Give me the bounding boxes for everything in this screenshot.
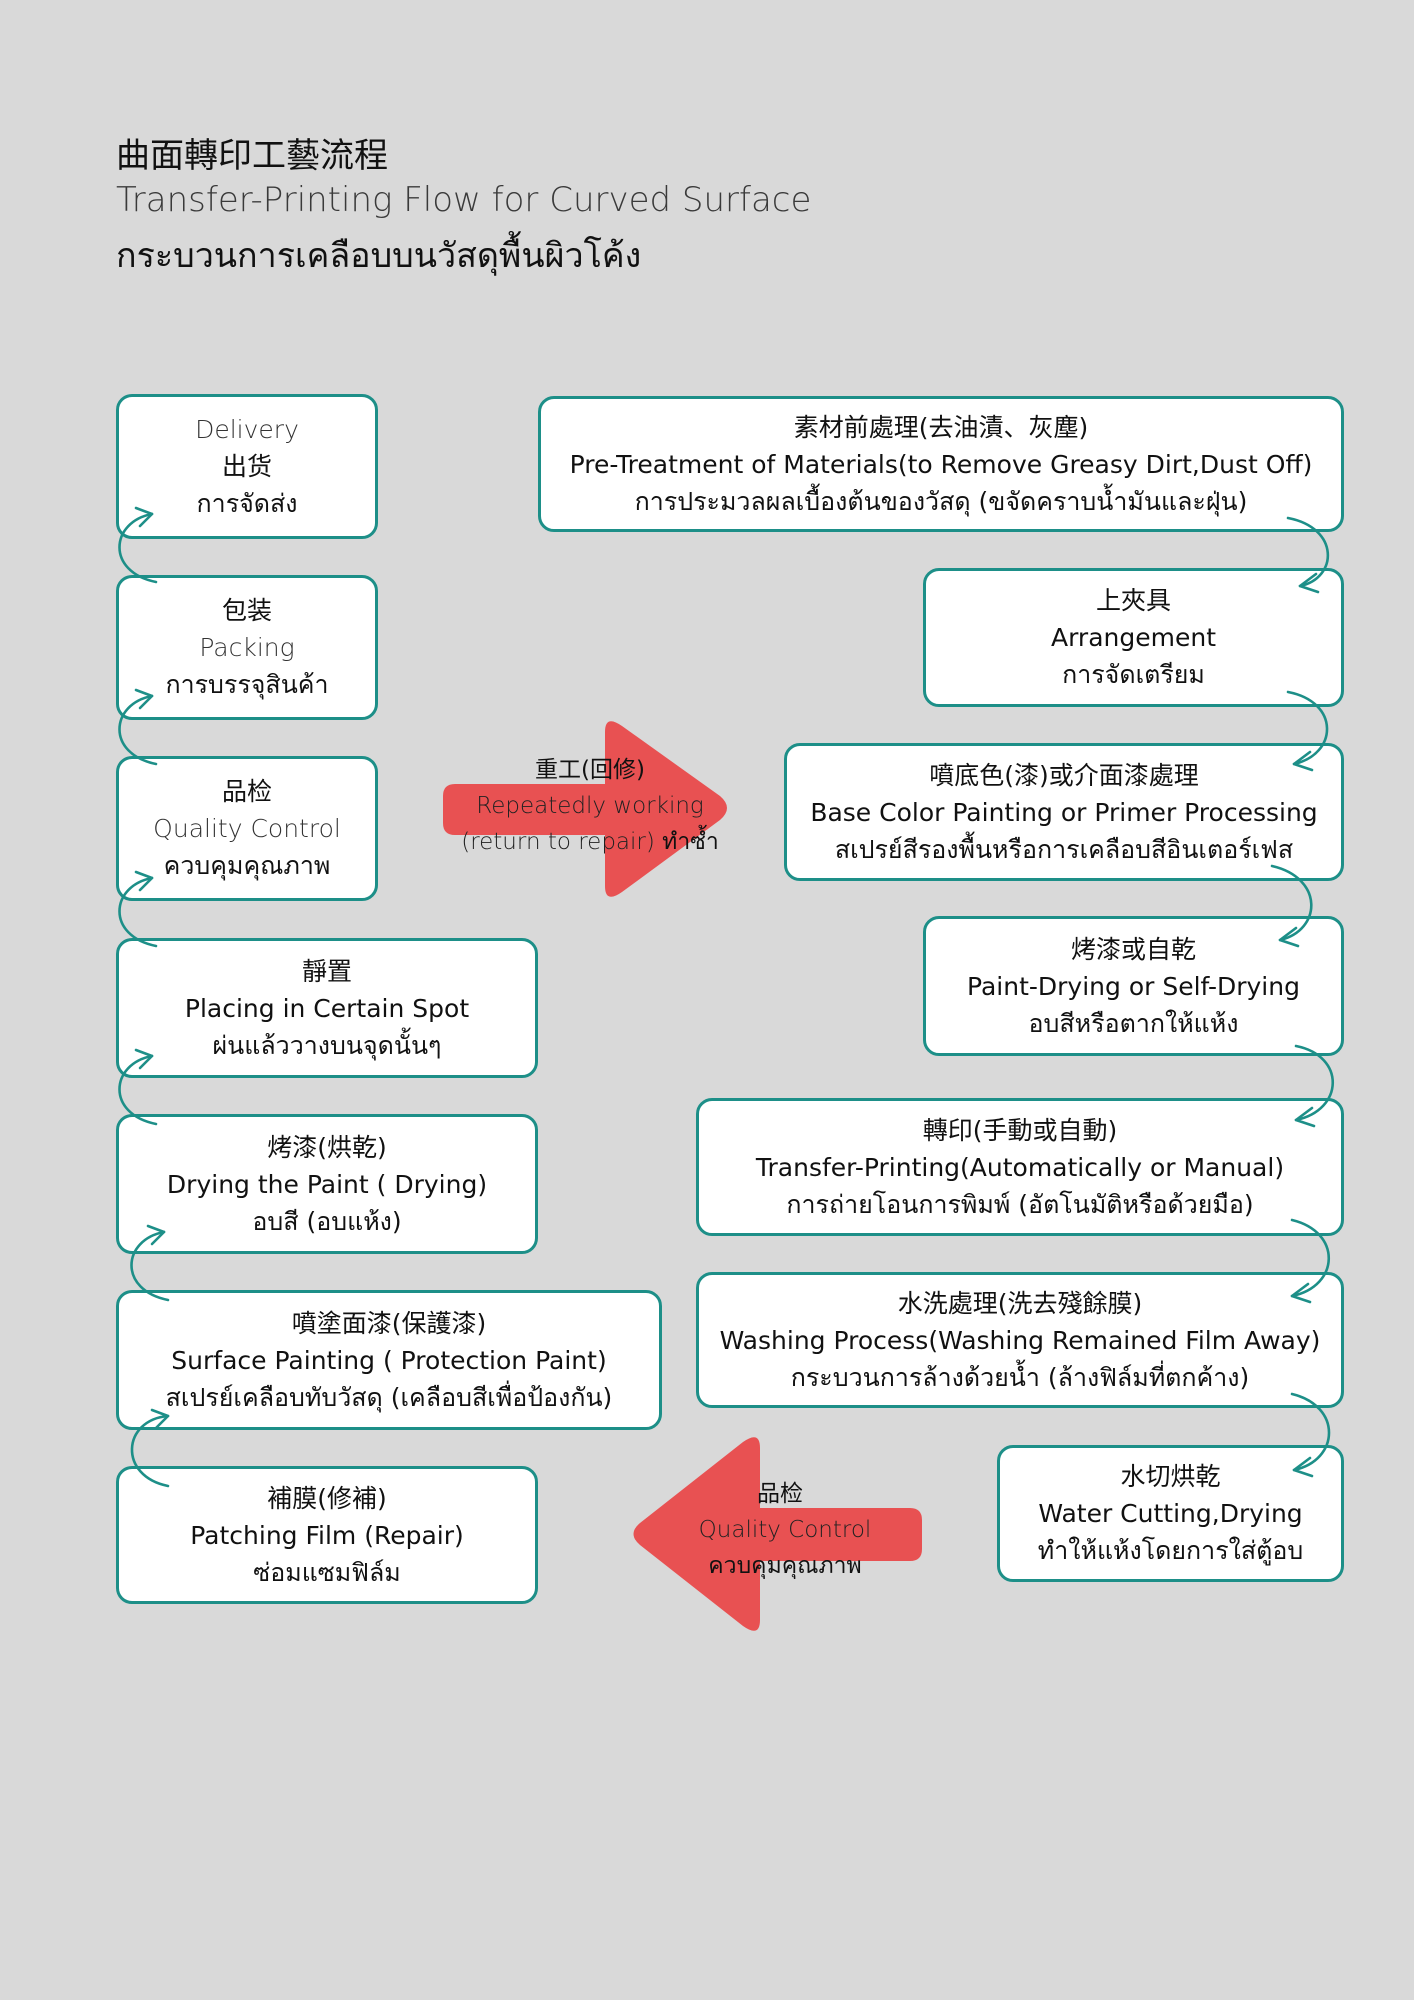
connector-arrow xyxy=(118,1048,158,1126)
step-label-th: สเปรย์สีรองพื้นหรือการเคลือบสีอินเตอร์เฟ… xyxy=(834,834,1294,864)
connector-arrow xyxy=(1290,1218,1330,1304)
repeat-label-zh: 重工(回修) xyxy=(535,757,645,783)
step-label-zh: 靜置 xyxy=(301,956,352,986)
step-label-th: กระบวนการล้างด้วยน้ำ (ล้างฟิล์มที่ตกค้าง… xyxy=(790,1362,1250,1392)
connector-arrow xyxy=(1286,516,1330,594)
step-label-th: การจัดส่ง xyxy=(196,489,298,518)
step-quality-control: 品检 Quality Control ควบคุมคุณภาพ xyxy=(116,756,378,901)
step-label-th: ทำให้แห้งโดยการใส่ตู้อบ xyxy=(1037,1536,1304,1565)
step-label-en: Drying the Paint ( Drying) xyxy=(166,1169,488,1199)
repeat-label-th: ทำซ้ำ xyxy=(662,829,719,855)
repeat-arrow-shape xyxy=(443,721,727,897)
connector-arrow xyxy=(130,1224,170,1302)
quality-label-th: ควบคุมคุณภาพ xyxy=(708,1553,862,1579)
title-english: Transfer-Printing Flow for Curved Surfac… xyxy=(116,180,812,220)
step-packing: 包装 Packing การบรรจุสินค้า xyxy=(116,575,378,720)
step-label-zh: 品检 xyxy=(221,777,272,806)
step-label-zh: 上夾具 xyxy=(1095,586,1171,615)
step-label-th: ซ่อมแซมฟิล์ม xyxy=(253,1557,401,1587)
step-label-th: การจัดเตรียม xyxy=(1062,660,1205,689)
step-label-en: Paint-Drying or Self-Drying xyxy=(967,971,1300,1001)
step-label-th: สเปรย์เคลือบทับวัสดุ (เคลือบสีเพื่อป้องก… xyxy=(165,1382,613,1412)
step-paint-drying: 烤漆或自乾 Paint-Drying or Self-Drying อบสีหร… xyxy=(923,916,1344,1056)
step-pretreatment: 素材前處理(去油漬、灰塵) Pre-Treatment of Materials… xyxy=(538,396,1344,532)
step-label-en: Patching Film (Repair) xyxy=(190,1520,464,1550)
step-label-th: ผ่นแล้ววางบนจุดนั้นๆ xyxy=(212,1030,442,1060)
step-transfer-printing: 轉印(手動或自動) Transfer-Printing(Automaticall… xyxy=(696,1098,1344,1236)
step-label-th: ควบคุมคุณภาพ xyxy=(163,851,331,880)
repeat-label-en: Repeatedly working xyxy=(476,793,704,819)
step-label-zh: 烤漆(烘乾) xyxy=(267,1132,387,1162)
repeat-label-en2: (return to repair) xyxy=(461,829,655,855)
step-label-en: Arrangement xyxy=(1050,623,1216,652)
connector-arrow xyxy=(130,1408,170,1488)
step-water-cutting-drying: 水切烘乾 Water Cutting,Drying ทำให้แห้งโดยกา… xyxy=(997,1445,1344,1582)
step-label-zh: 噴塗面漆(保護漆) xyxy=(291,1308,487,1338)
step-label-en: Transfer-Printing(Automatically or Manua… xyxy=(755,1152,1285,1182)
connector-arrow xyxy=(118,688,158,766)
step-label-en: Quality Control xyxy=(153,814,341,843)
step-arrangement: 上夾具 Arrangement การจัดเตรียม xyxy=(923,568,1344,707)
connector-arrow xyxy=(1290,1392,1331,1478)
title-thai: กระบวนการเคลือบบนวัสดุพื้นผิวโค้ง xyxy=(116,236,642,276)
step-label-zh: 水洗處理(洗去殘餘膜) xyxy=(897,1288,1143,1318)
step-label-th: อบสี (อบแห้ง) xyxy=(252,1206,402,1236)
quality-label-en: Quality Control xyxy=(698,1517,872,1543)
quality-arrow-label: 品检 Quality Control ควบคุมคุณภาพ xyxy=(685,1476,885,1584)
step-patching-film: 補膜(修補) Patching Film (Repair) ซ่อมแซมฟิล… xyxy=(116,1466,538,1604)
step-placing: 靜置 Placing in Certain Spot ผ่นแล้ววางบนจ… xyxy=(116,938,538,1078)
step-label-en: Packing xyxy=(199,633,295,662)
step-label-en: Placing in Certain Spot xyxy=(184,993,470,1023)
step-base-color-painting: 噴底色(漆)或介面漆處理 Base Color Painting or Prim… xyxy=(784,743,1344,881)
step-label-zh: 轉印(手動或自動) xyxy=(922,1115,1118,1145)
connector-arrow xyxy=(1286,690,1329,772)
connector-arrow xyxy=(118,870,158,948)
quality-label-zh: 品检 xyxy=(757,1481,803,1507)
step-surface-painting: 噴塗面漆(保護漆) Surface Painting ( Protection … xyxy=(116,1290,662,1430)
quality-control-arrow-shape xyxy=(633,1437,922,1631)
step-label-zh: 水切烘乾 xyxy=(1120,1462,1221,1491)
step-label-th: การประมวลผลเบื้องต้นของวัสดุ (ขจัดคราบน้… xyxy=(634,486,1248,516)
repeat-label-line3: (return to repair) ทำซ้ำ xyxy=(440,824,740,860)
connector-arrow xyxy=(1270,864,1313,948)
step-label-en: Surface Painting ( Protection Paint) xyxy=(171,1345,607,1375)
step-delivery: Delivery 出货 การจัดส่ง xyxy=(116,394,378,539)
title-chinese: 曲面轉印工藝流程 xyxy=(116,136,388,176)
step-label-zh: 噴底色(漆)或介面漆處理 xyxy=(929,760,1199,790)
step-label-th: การบรรจุสินค้า xyxy=(165,670,329,699)
step-label-zh: 補膜(修補) xyxy=(267,1483,387,1513)
step-label-en: Delivery xyxy=(195,415,299,444)
connector-arrow xyxy=(1294,1044,1334,1128)
step-label-en: Washing Process(Washing Remained Film Aw… xyxy=(719,1325,1321,1355)
step-label-zh: 素材前處理(去油漬、灰塵) xyxy=(793,412,1089,442)
repeat-arrow-label: 重工(回修) Repeatedly working (return to rep… xyxy=(440,752,740,860)
step-label-zh: 包装 xyxy=(221,596,272,625)
connector-arrow xyxy=(118,506,158,584)
step-label-zh: 出货 xyxy=(221,452,272,481)
step-label-en: Base Color Painting or Primer Processing xyxy=(810,797,1318,827)
step-label-th: การถ่ายโอนการพิมพ์ (อัตโนมัติหรือด้วยมือ… xyxy=(786,1189,1254,1219)
step-drying-paint: 烤漆(烘乾) Drying the Paint ( Drying) อบสี (… xyxy=(116,1114,538,1254)
step-washing: 水洗處理(洗去殘餘膜) Washing Process(Washing Rema… xyxy=(696,1272,1344,1408)
step-label-en: Pre-Treatment of Materials(to Remove Gre… xyxy=(569,449,1313,479)
step-label-en: Water Cutting,Drying xyxy=(1038,1499,1303,1528)
step-label-th: อบสีหรือตากให้แห้ง xyxy=(1028,1008,1239,1038)
step-label-zh: 烤漆或自乾 xyxy=(1070,934,1196,964)
